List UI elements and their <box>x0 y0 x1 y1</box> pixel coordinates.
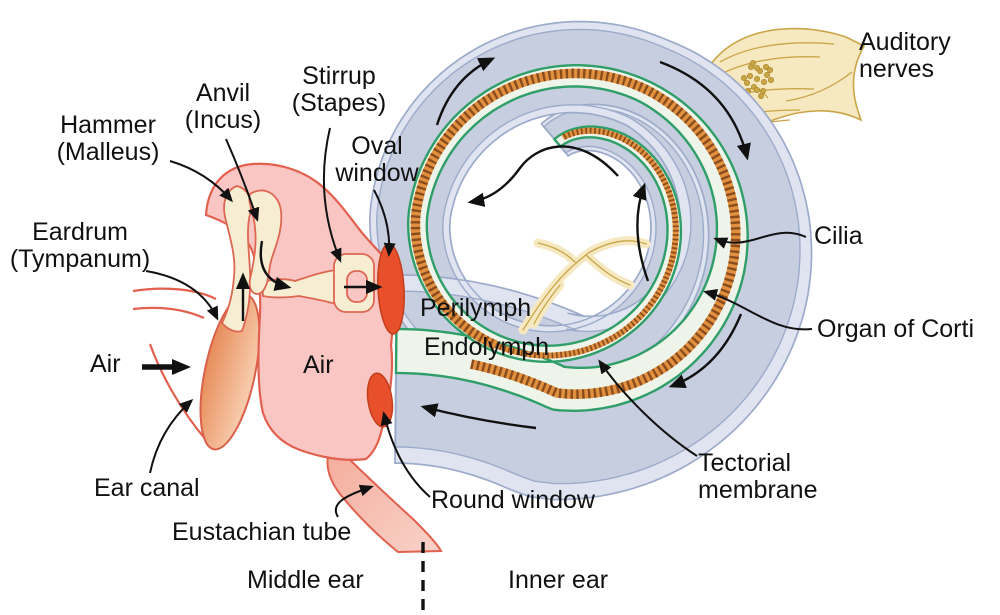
nerve-branch-core-1 <box>589 240 647 253</box>
cochlea-spiral <box>368 20 813 501</box>
leader-ear-canal <box>149 398 194 474</box>
leader-tectorial <box>598 359 698 457</box>
label-oval-window-line2: window <box>335 158 419 187</box>
label-anvil: Anvil (Incus) <box>185 80 261 133</box>
leader-eardrum <box>145 270 219 321</box>
ganglion-dot <box>762 64 769 71</box>
label-air-middle: Air <box>303 351 334 379</box>
label-hammer-line2: (Malleus) <box>56 137 160 166</box>
nerve-branch-core-4 <box>537 242 576 263</box>
ganglion-dot <box>766 67 773 74</box>
ear-canal-wall-lower <box>148 343 208 442</box>
arrow-wave-top-left <box>435 57 496 126</box>
label-round-window: Round window <box>431 486 595 514</box>
motion-arrows <box>235 57 751 430</box>
nerve-branch-core-0 <box>522 251 591 331</box>
label-auditory-nerves-line2: nerves <box>859 54 935 83</box>
label-hammer: Hammer (Malleus) <box>57 112 160 165</box>
label-tectorial-line2: membrane <box>698 475 818 504</box>
leader-round-window <box>380 411 431 498</box>
label-organ-of-corti: Organ of Corti <box>817 315 975 343</box>
arrow-wave-top-right <box>659 60 751 161</box>
leader-oval-window <box>373 189 396 257</box>
ganglion-dot <box>759 88 766 95</box>
label-leaders <box>145 127 813 518</box>
central-nerve-branches <box>518 236 651 335</box>
label-eardrum-line2: (Tympanum) <box>9 244 151 273</box>
organ-of-corti-cilia-ticks <box>410 68 741 399</box>
leader-cilia <box>713 231 807 249</box>
air-arrow-head <box>172 359 191 375</box>
label-auditory-nerves-line1: Auditory <box>859 28 951 56</box>
arrow-wave-inner-right <box>632 182 650 282</box>
label-eardrum: Eardrum (Tympanum) <box>10 219 150 272</box>
label-hammer-line1: Hammer <box>60 111 156 139</box>
label-eustachian-tube: Eustachian tube <box>172 518 352 546</box>
air-arrow <box>142 359 191 375</box>
ganglion-dot <box>753 76 760 83</box>
label-auditory-nerves: Auditory nerves <box>859 29 951 82</box>
label-stirrup-line2: (Stapes) <box>291 88 387 117</box>
label-stirrup: Stirrup (Stapes) <box>292 63 386 116</box>
label-oval-window-line1: Oval <box>351 132 403 160</box>
eustachian-tube-shape <box>326 448 443 554</box>
nerve-branch-4 <box>533 238 580 267</box>
ganglion-dot <box>753 87 760 94</box>
label-cilia: Cilia <box>814 222 863 250</box>
label-oval-window: Oval window <box>335 133 418 186</box>
leader-organ-of-corti <box>703 289 813 331</box>
ganglion-dot-cluster <box>740 59 774 100</box>
leader-anvil <box>225 138 260 222</box>
label-anvil-line2: (Incus) <box>184 105 262 134</box>
leader-eustachian <box>334 484 374 518</box>
ganglion-dot <box>760 79 767 86</box>
ganglion-dot <box>753 65 760 72</box>
label-eardrum-line1: Eardrum <box>32 218 128 246</box>
label-tectorial: Tectorial membrane <box>698 450 818 503</box>
organ-of-corti-cilia-ticks-apex <box>494 127 679 359</box>
ganglion-dot <box>749 59 756 66</box>
label-perilymph: Perilymph <box>420 294 532 322</box>
label-endolymph: Endolymph <box>424 333 550 361</box>
label-stirrup-line1: Stirrup <box>302 62 376 90</box>
label-middle-ear: Middle ear <box>247 566 364 594</box>
nerve-branch-2 <box>581 250 635 290</box>
leader-hammer <box>169 160 233 203</box>
cochlea-rim-inner <box>396 104 692 333</box>
ear-canal-wall-upper2 <box>132 306 205 320</box>
label-inner-ear: Inner ear <box>508 566 609 594</box>
ganglion-dot <box>743 80 750 87</box>
ganglion-dot <box>746 73 753 80</box>
label-tectorial-line1: Tectorial <box>698 449 792 477</box>
label-ear-canal: Ear canal <box>94 474 200 502</box>
arrow-wave-apex <box>467 145 619 207</box>
label-air-outer: Air <box>90 350 121 378</box>
ganglion-dot <box>767 77 774 84</box>
nerve-branch-core-2 <box>585 254 631 286</box>
arrow-wave-bottom-left <box>420 403 537 430</box>
ganglion-dot <box>757 93 764 100</box>
arrow-wave-right-down <box>668 313 743 388</box>
ear-canal-walls <box>132 287 217 442</box>
leader-stirrup <box>322 127 342 263</box>
label-anvil-line1: Anvil <box>195 79 251 107</box>
ear-canal-wall-upper <box>132 287 217 300</box>
nerve-branch-core-3 <box>533 284 561 325</box>
ganglion-dot <box>763 72 770 79</box>
ganglion-dot <box>740 75 747 82</box>
arrow-anvil-rock <box>259 240 292 291</box>
